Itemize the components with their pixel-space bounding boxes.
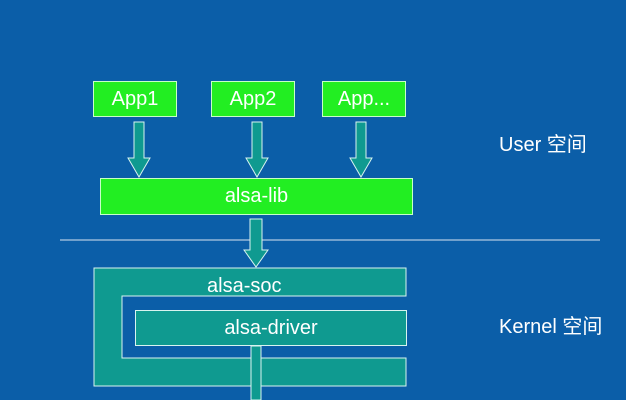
- app2-box: App2: [211, 81, 295, 117]
- alsa-driver-label: alsa-driver: [224, 316, 318, 339]
- app1-box: App1: [93, 81, 177, 117]
- app3-label: App...: [337, 87, 391, 110]
- arrow-app3-to-lib: [349, 121, 373, 178]
- app1-label: App1: [111, 87, 159, 110]
- app3-box: App...: [322, 81, 406, 117]
- alsa-lib-label: alsa-lib: [224, 185, 289, 207]
- arrow-app2-to-lib: [245, 121, 269, 178]
- arrow-soc-to-hardware: [250, 345, 262, 400]
- user-space-label: User 空间: [499, 134, 587, 156]
- app2-label: App2: [229, 87, 277, 110]
- kernel-space-label: Kernel 空间: [499, 316, 603, 338]
- alsa-soc-label: alsa-soc: [207, 275, 282, 297]
- arrow-app1-to-lib: [127, 121, 151, 178]
- arrow-lib-to-soc: [243, 218, 269, 268]
- alsa-driver-box: alsa-driver: [135, 310, 407, 346]
- alsa-soc-frame: [93, 267, 407, 387]
- alsa-lib-box: alsa-lib: [100, 178, 413, 215]
